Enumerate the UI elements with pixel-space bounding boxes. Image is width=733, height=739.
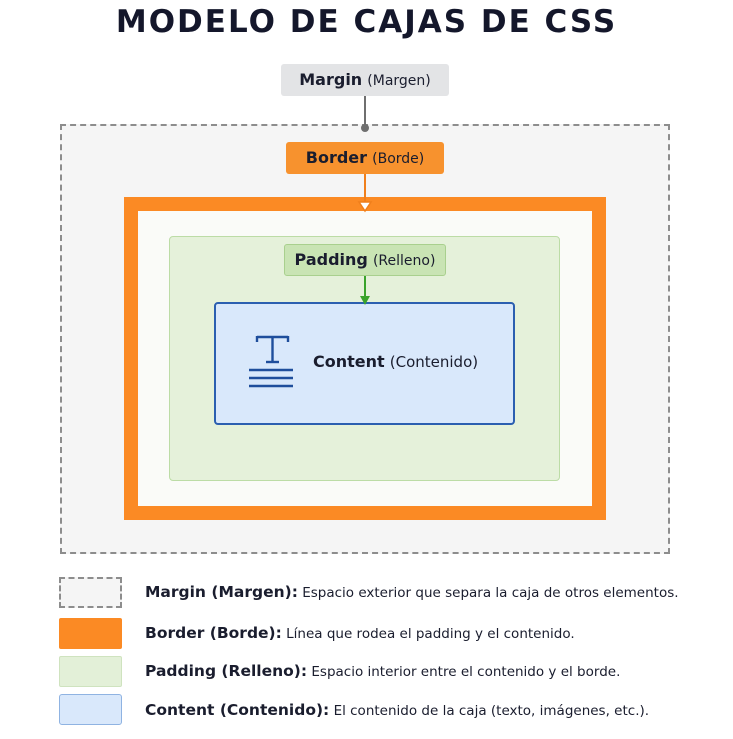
- padding-arrowhead: [360, 296, 370, 305]
- diagram-title: MODELO DE CAJAS DE CSS: [115, 4, 618, 40]
- content-label-paren: (Contenido): [389, 353, 479, 371]
- legend-term: Border (Borde):: [145, 624, 282, 642]
- text-icon: [249, 335, 293, 388]
- margin-tag-name: Margin: [299, 70, 363, 89]
- padding-tag: Padding (Relleno): [284, 244, 446, 276]
- legend-item-padding: Padding (Relleno): Espacio interior entr…: [145, 659, 620, 683]
- padding-tag-name: Padding: [294, 250, 368, 269]
- border-tag: Border (Borde): [286, 142, 444, 174]
- legend-desc: Espacio exterior que separa la caja de o…: [302, 585, 679, 601]
- legend-swatch-margin: [59, 577, 122, 608]
- legend-item-margin: Margin (Margen): Espacio exterior que se…: [145, 580, 679, 604]
- legend-term: Content (Contenido):: [145, 701, 330, 719]
- legend-item-content: Content (Contenido): El contenido de la …: [145, 698, 649, 722]
- legend-swatch-padding: [59, 656, 122, 687]
- legend-term: Padding (Relleno):: [145, 662, 308, 680]
- content-label: Content (Contenido): [313, 350, 478, 374]
- margin-connector-dot: [361, 124, 369, 132]
- legend-swatch-content: [59, 694, 122, 725]
- legend-desc: El contenido de la caja (texto, imágenes…: [333, 703, 650, 719]
- legend-desc: Línea que rodea el padding y el contenid…: [286, 626, 575, 642]
- legend-swatch-border: [59, 618, 122, 649]
- margin-tag: Margin (Margen): [281, 64, 449, 96]
- legend-desc: Espacio interior entre el contenido y el…: [311, 664, 621, 680]
- border-tag-name: Border: [305, 148, 368, 167]
- legend-term: Margin (Margen):: [145, 583, 298, 601]
- border-arrowhead: [357, 201, 373, 213]
- margin-tag-paren: (Margen): [367, 73, 431, 89]
- legend-item-border: Border (Borde): Línea que rodea el paddi…: [145, 621, 575, 645]
- padding-tag-paren: (Relleno): [372, 253, 436, 269]
- border-tag-paren: (Borde): [372, 151, 425, 167]
- content-label-name: Content: [313, 352, 385, 371]
